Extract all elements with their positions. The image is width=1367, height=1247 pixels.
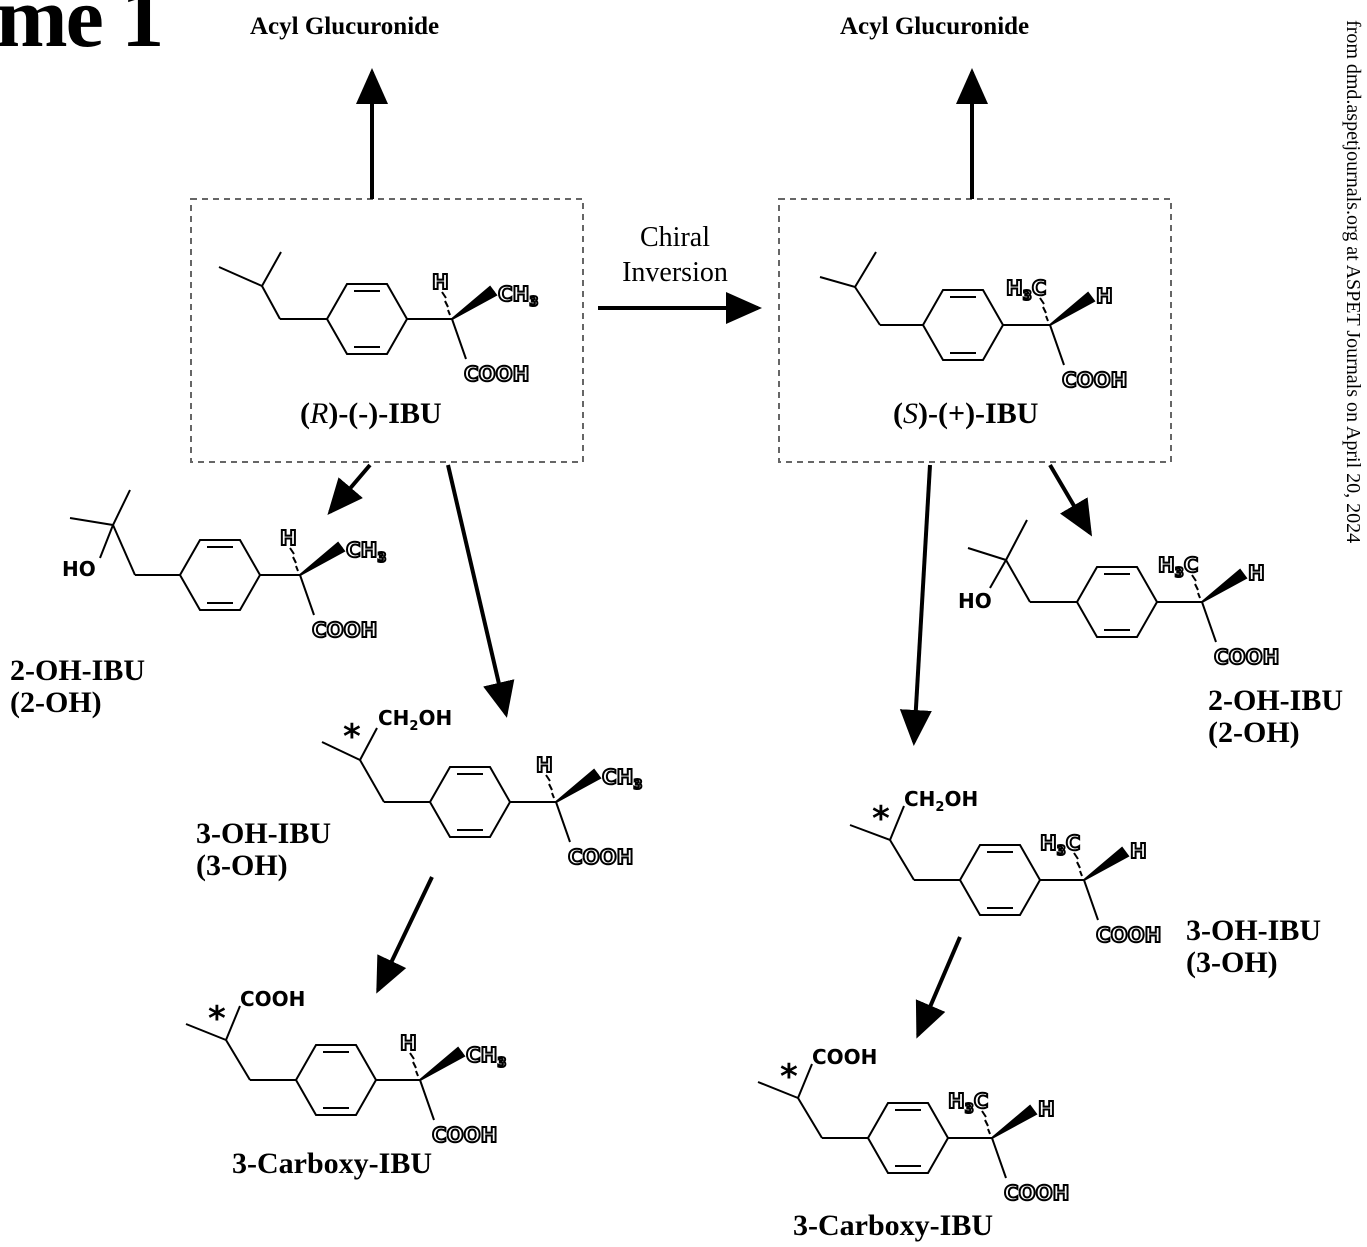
svg-text:HO: HO xyxy=(62,557,96,581)
svg-text:*: * xyxy=(780,1057,798,1097)
svg-text:*: * xyxy=(343,717,361,757)
r-ibu-prefix: ( xyxy=(300,397,310,430)
s-ibu-prefix: ( xyxy=(893,397,903,430)
right-2oh-structure: HO xyxy=(958,519,1281,670)
left-carboxy-label: 3-Carboxy-IBU xyxy=(232,1147,432,1180)
left-2oh-line2: (2-OH) xyxy=(10,685,102,719)
right-2oh-label: 2-OH-IBU (2-OH) xyxy=(1208,685,1343,748)
svg-text:HO: HO xyxy=(958,589,992,613)
figure-title-fragment: me 1 xyxy=(0,0,164,65)
r-ibu-structure xyxy=(218,251,540,387)
arrow-s-carboxy xyxy=(915,936,962,1039)
svg-text:CH2OH: CH2OH xyxy=(378,706,452,734)
left-3oh-line1: 3-OH-IBU xyxy=(196,817,331,850)
right-3oh-label: 3-OH-IBU (3-OH) xyxy=(1186,915,1321,978)
right-carboxy-structure: COOH * xyxy=(757,1045,1071,1206)
s-ibu-label: (S)-(+)-IBU xyxy=(893,398,1038,430)
left-2oh-structure: HO xyxy=(62,489,388,643)
arrow-r-3oh xyxy=(446,464,515,718)
chiral-inversion-label: Chiral Inversion xyxy=(600,220,750,290)
svg-text:COOH: COOH xyxy=(812,1045,877,1069)
arrow-s-3oh xyxy=(899,464,932,746)
right-3oh-line2: (3-OH) xyxy=(1186,945,1278,979)
svg-text:COOH: COOH xyxy=(240,987,305,1011)
svg-text:*: * xyxy=(208,999,226,1039)
pathway-arrows xyxy=(327,68,1093,1039)
svg-text:*: * xyxy=(872,799,890,839)
s-ibu-structure xyxy=(819,251,1129,393)
acyl-glucuronide-right-label: Acyl Glucuronide xyxy=(840,13,1030,40)
r-ibu-label: (R)-(-)-IBU xyxy=(300,398,442,430)
right-2oh-line2: (2-OH) xyxy=(1208,715,1300,749)
left-carboxy-structure: COOH * xyxy=(185,987,508,1148)
right-carboxy-label: 3-Carboxy-IBU xyxy=(793,1209,993,1242)
left-2oh-label: 2-OH-IBU (2-OH) xyxy=(10,655,145,718)
right-2oh-line1: 2-OH-IBU xyxy=(1208,684,1343,717)
s-ibu-config: S xyxy=(903,397,918,430)
right-3oh-structure: CH2OH * xyxy=(849,787,1163,948)
arrow-r-carboxy xyxy=(376,876,434,994)
left-3oh-label: 3-OH-IBU (3-OH) xyxy=(196,818,331,881)
right-3oh-line1: 3-OH-IBU xyxy=(1186,914,1321,947)
left-3oh-structure: CH2OH * xyxy=(321,706,644,870)
r-ibu-box xyxy=(190,198,584,463)
s-ibu-suffix: )-(+)-IBU xyxy=(918,397,1039,430)
left-3oh-line2: (3-OH) xyxy=(196,848,288,882)
r-ibu-config: R xyxy=(310,397,329,430)
r-ibu-suffix: )-(-)-IBU xyxy=(328,397,442,430)
chiral-line2: Inversion xyxy=(622,257,728,288)
left-2oh-line1: 2-OH-IBU xyxy=(10,654,145,687)
svg-text:CH2OH: CH2OH xyxy=(904,787,978,815)
arrow-s-2oh xyxy=(1048,463,1093,537)
s-ibu-box xyxy=(778,198,1172,463)
acyl-glucuronide-left-label: Acyl Glucuronide xyxy=(250,13,440,40)
arrow-r-2oh xyxy=(327,463,372,516)
chiral-line1: Chiral xyxy=(640,222,710,253)
